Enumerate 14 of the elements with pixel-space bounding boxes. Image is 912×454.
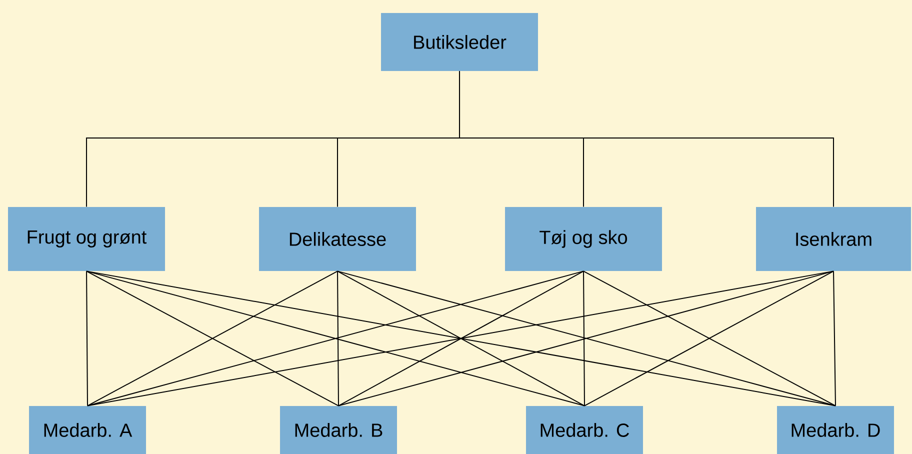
org-box: Medarb. B xyxy=(280,406,397,454)
org-box: Frugt og grønt xyxy=(8,207,165,271)
org-box: Delikatesse xyxy=(259,207,416,271)
org-box: Tøj og sko xyxy=(505,207,662,271)
connector-line xyxy=(86,270,88,406)
org-box: Medarb. A xyxy=(29,406,146,454)
org-box: Butiksleder xyxy=(381,13,538,71)
connector-line xyxy=(459,70,834,208)
connector-line xyxy=(337,270,339,406)
connector-line xyxy=(833,270,836,406)
org-box: Medarb. D xyxy=(777,406,894,454)
org-box: Medarb. C xyxy=(526,406,643,454)
org-box: Isenkram xyxy=(756,207,911,271)
connector-line xyxy=(583,270,585,406)
